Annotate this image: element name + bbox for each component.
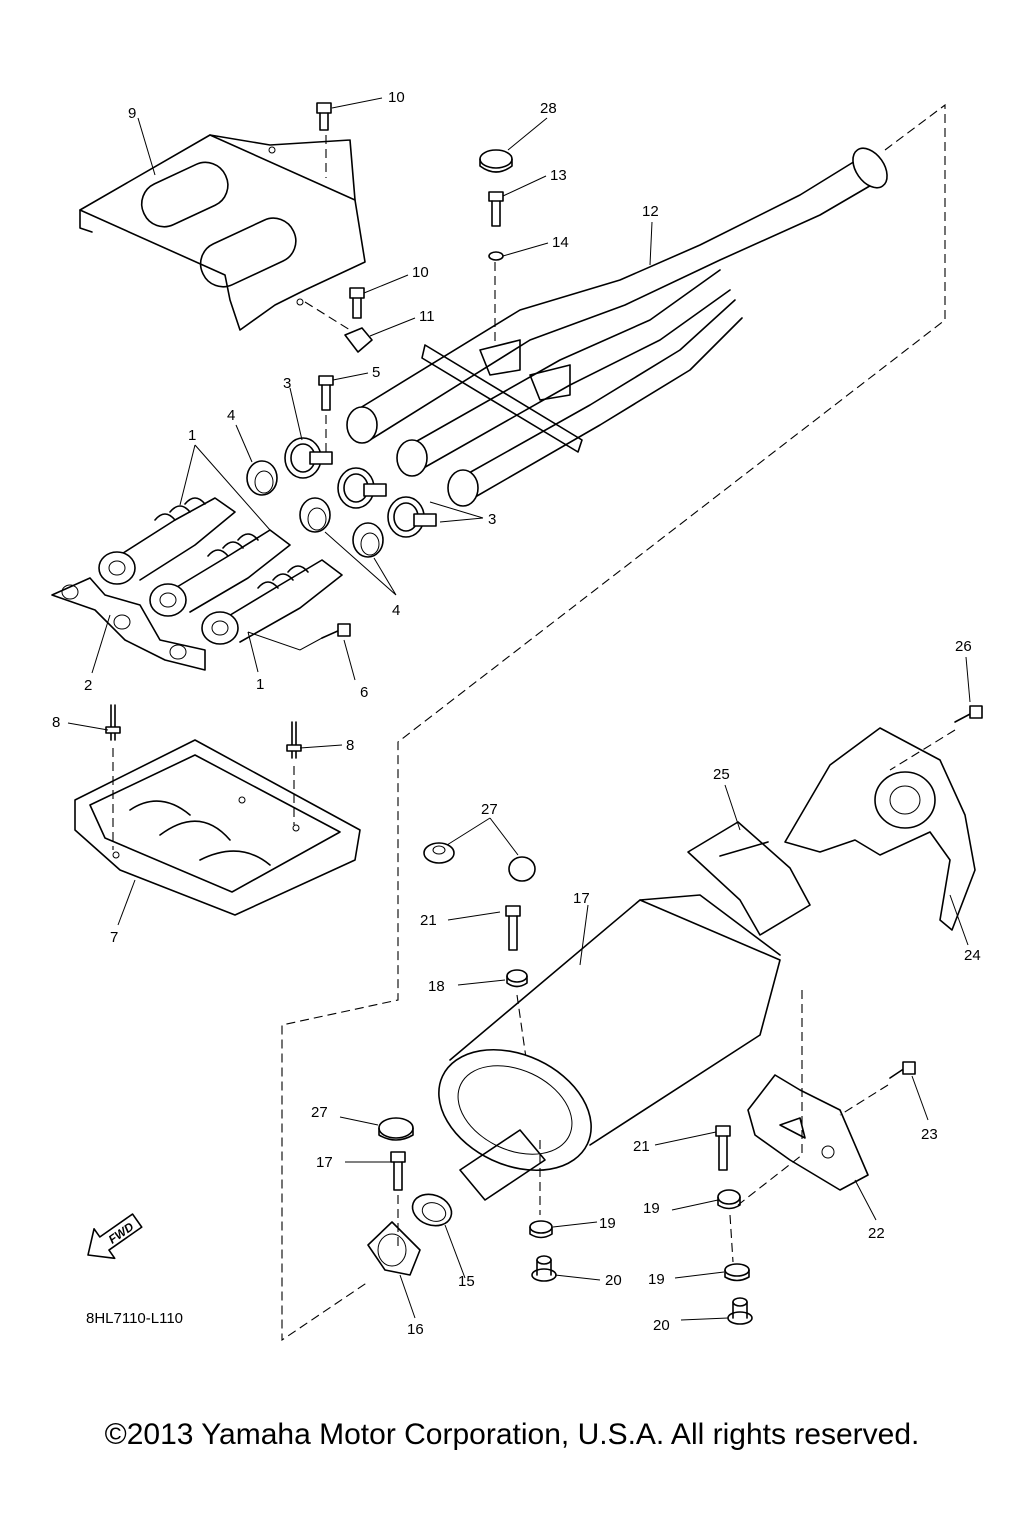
part-11-clip [344,327,373,353]
exhaust-parts-diagram: FWD [51,89,983,1342]
fwd-arrow-icon: FWD [87,1213,143,1260]
callout-21-upper: 21 [420,912,437,929]
part-18-muffler [438,894,781,1201]
callout-15: 15 [458,1273,475,1290]
part-15-gasket [411,1193,453,1227]
callout-10-lower: 10 [412,264,429,281]
callout-17: 17 [316,1154,333,1171]
part-3-clamps [284,437,437,538]
part-24-end-cover [784,727,976,931]
part-7-lower-protector [74,739,361,916]
callout-3-lower: 3 [488,511,496,528]
callout-23: 23 [921,1126,938,1143]
part-4-gaskets [246,460,384,558]
callout-3-upper: 3 [283,375,291,392]
callout-19-right-upper: 19 [643,1200,660,1217]
callout-19-right-lower: 19 [648,1271,665,1288]
callout-27-lower: 27 [311,1104,328,1121]
part-23-bolt [889,1061,916,1079]
leader-lines [67,97,971,1321]
part-13-bolt [488,191,504,227]
part-16-clamp [367,1221,421,1276]
part-10-bolt-lower [349,287,365,319]
part-28-cap [479,149,513,173]
callout-20-left: 20 [605,1272,622,1289]
part-21-bolt-upper [505,905,521,951]
part-8-rivets [105,704,302,759]
callout-1-upper: 1 [188,427,196,444]
callout-28: 28 [540,100,557,117]
callout-20-right: 20 [653,1317,670,1334]
callout-12: 12 [642,203,659,220]
part-19-bushing-right-lower [724,1263,750,1282]
assembly-boundary [281,103,946,1342]
callout-8-left: 8 [52,714,60,731]
part-25-band [687,821,811,936]
part-19-bushing-upper [506,969,528,988]
callout-21-lower: 21 [633,1138,650,1155]
part-27-grommets-upper [423,842,536,882]
callout-8-right: 8 [346,737,354,754]
callout-19-upper: 18 [428,978,445,995]
part-22-bracket [747,1074,869,1191]
part-1-exhaust-pipes [98,497,343,645]
part-19-bushing-right-upper [717,1189,741,1210]
callout-24: 24 [964,947,981,964]
callout-labels: 9 10 28 13 12 14 10 11 5 3 4 1 3 4 2 1 6… [52,89,981,1334]
callout-9: 9 [128,105,136,122]
callout-4-upper: 4 [227,407,235,424]
callout-18: 17 [573,890,590,907]
callout-11: 11 [419,308,435,325]
part-10-bolt-upper [316,102,332,131]
callout-22: 22 [868,1225,885,1242]
part-19-bushing-mid [529,1220,553,1239]
callout-14: 14 [552,234,569,251]
muffler-boundary [737,990,803,1206]
part-12-exhaust-pipe [346,147,888,507]
part-20-collar-left [531,1255,557,1282]
part-5-bolt [318,375,334,411]
callout-10-upper: 10 [388,89,405,106]
callout-7: 7 [110,929,118,946]
part-20-collar-right [727,1297,753,1325]
callout-4-lower: 4 [392,602,400,619]
callout-19-mid: 19 [599,1215,616,1232]
part-26-bolt [954,705,983,723]
drawing-code: 8HL7110-L110 [86,1310,184,1327]
callout-25: 25 [713,766,730,783]
callout-13: 13 [550,167,567,184]
callout-2: 2 [84,677,92,694]
part-9-heat-protector [79,134,366,331]
part-6-bolt [321,623,351,639]
callout-27-upper: 27 [481,801,498,818]
copyright-notice: ©2013 Yamaha Motor Corporation, U.S.A. A… [104,1418,920,1451]
callout-16-number: 16 [407,1321,424,1338]
part-2-flange-gaskets [51,577,206,671]
callout-1-lower: 1 [256,676,264,693]
callout-6: 6 [360,684,368,701]
part-17-bolt [390,1151,406,1191]
part-27-grommet-lower [378,1117,414,1141]
callout-5: 5 [372,364,380,381]
part-21-bolt-lower [715,1125,731,1171]
part-14-washer [488,251,504,261]
callout-26: 26 [955,638,972,655]
